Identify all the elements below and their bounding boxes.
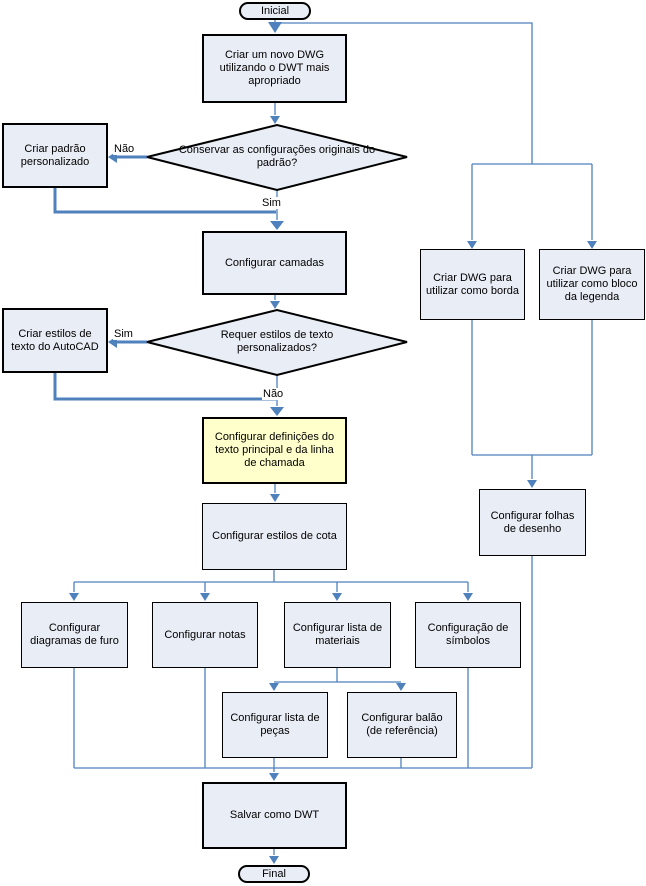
- decision-padrao-label: Conservar as configurações originais do …: [178, 144, 376, 169]
- node-configurar-lista-materiais: Configurar lista de materiais: [284, 602, 391, 668]
- node-criar-novo-dwg: Criar um novo DWG utilizando o DWT mais …: [202, 34, 347, 103]
- node-configurar-estilos-cota: Configurar estilos de cota: [202, 503, 347, 570]
- edge-label-nao-padrao: Não: [113, 143, 136, 155]
- node-configurar-diagramas-furo: Configurar diagramas de furo: [21, 602, 128, 668]
- node-criar-padrao-personalizado: Criar padrão personalizado: [2, 123, 108, 188]
- node-configurar-definicoes-texto: Configurar definições do texto principal…: [202, 417, 347, 484]
- node-configurar-folhas-desenho: Configurar folhas de desenho: [479, 489, 586, 556]
- terminator-final: Final: [238, 865, 310, 883]
- decision-diamond-padrao: [146, 123, 408, 192]
- node-criar-estilos-texto-autocad: Criar estilos de texto do AutoCAD: [2, 308, 108, 373]
- node-salvar-como-dwt: Salvar como DWT: [202, 782, 347, 849]
- node-criar-dwg-bloco-legenda: Criar DWG para utilizar como bloco da le…: [539, 249, 645, 320]
- node-criar-dwg-borda: Criar DWG para utilizar como borda: [420, 249, 525, 320]
- node-configurar-lista-pecas: Configurar lista de peças: [222, 692, 328, 758]
- node-configurar-camadas: Configurar camadas: [202, 231, 347, 295]
- edge-label-sim-texto: Sim: [113, 328, 134, 340]
- node-configurar-balao: Configurar balão (de referência): [347, 692, 457, 758]
- edge-label-nao-texto: Não: [262, 388, 285, 400]
- connector-lines-thick: [53, 155, 276, 401]
- terminator-inicial: Inicial: [239, 2, 311, 20]
- node-configuracao-simbolos: Configuração de símbolos: [415, 602, 521, 668]
- decision-diamond-texto: [146, 308, 408, 377]
- decision-texto-label: Requer estilos de texto personalizados?: [220, 329, 334, 354]
- edge-label-sim-padrao: Sim: [261, 197, 282, 209]
- node-configurar-notas: Configurar notas: [152, 602, 258, 668]
